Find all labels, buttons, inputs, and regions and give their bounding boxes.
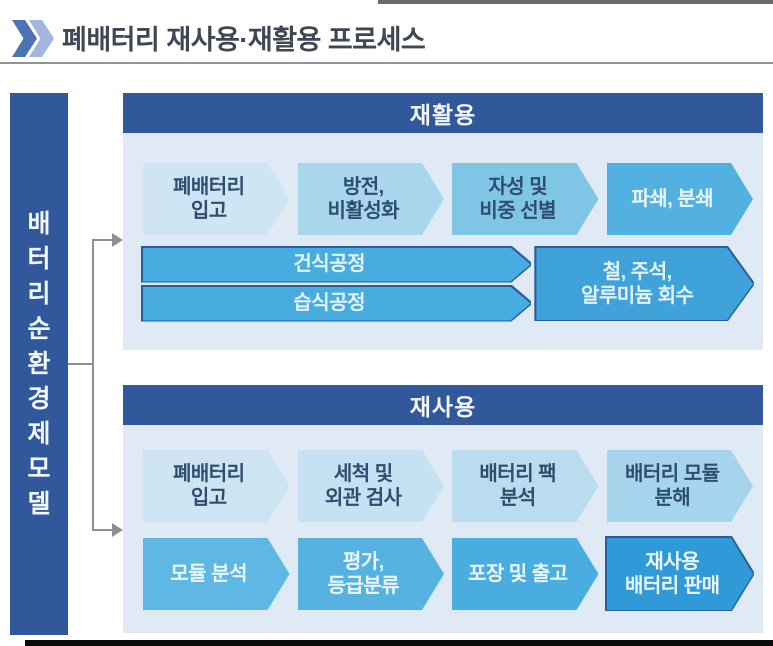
sidebar-label-char: 터 <box>27 244 51 273</box>
connector-stub-line <box>68 363 94 365</box>
step-label: 폐배터리 입고 <box>172 175 245 222</box>
step-label: 배터리 모듈 분해 <box>624 462 720 509</box>
sidebar-label-char: 모 <box>27 454 51 483</box>
step-label: 평가, 등급분류 <box>327 550 400 597</box>
step-reuse-battery-sale: 재사용 배터리 판매 <box>607 538 754 610</box>
step-label: 습식공정 <box>293 292 366 315</box>
title-divider <box>0 62 773 64</box>
step-label: 재사용 배터리 판매 <box>624 550 720 597</box>
panel-recycling-header: 재활용 <box>123 93 763 133</box>
connector-arrowhead-icon <box>112 523 123 537</box>
panel-reuse: 재사용 폐배터리 입고 세척 및 외관 검사 배터리 팩 분석 <box>123 385 763 633</box>
step-cleaning-inspection: 세척 및 외관 검사 <box>298 450 445 522</box>
recycling-step-row: 폐배터리 입고 방전, 비활성화 자성 및 비중 선별 파쇄, 분쇄 <box>143 163 753 235</box>
step-pack-analysis: 배터리 팩 분석 <box>452 450 599 522</box>
page-title: 폐배터리 재사용·재활용 프로세스 <box>62 25 426 55</box>
sidebar-label-char: 델 <box>27 489 51 518</box>
panel-recycling: 재활용 폐배터리 입고 방전, 비활성화 자성 및 비중 선별 <box>123 93 763 350</box>
top-edge-artifact <box>378 0 773 4</box>
sidebar-label-char: 경 <box>27 384 51 413</box>
step-battery-intake: 폐배터리 입고 <box>143 450 290 522</box>
sidebar-label-char: 제 <box>27 419 51 448</box>
step-wet-process: 습식공정 <box>143 287 530 321</box>
connector-arrowhead-icon <box>112 233 123 247</box>
step-module-disassembly: 배터리 모듈 분해 <box>607 450 754 522</box>
step-label: 철, 주석, 알루미늄 회수 <box>580 260 694 307</box>
step-label: 건식공정 <box>293 253 366 276</box>
reuse-step-row: 폐배터리 입고 세척 및 외관 검사 배터리 팩 분석 배터리 모듈 분해 <box>143 450 753 522</box>
step-magnetic-gravity-sorting: 자성 및 비중 선별 <box>452 163 599 235</box>
step-discharge-deactivation: 방전, 비활성화 <box>298 163 445 235</box>
connector-top-line <box>92 239 114 241</box>
step-grading: 평가, 등급분류 <box>298 538 445 610</box>
step-battery-intake: 폐배터리 입고 <box>143 163 290 235</box>
step-metal-recovery: 철, 주석, 알루미늄 회수 <box>536 248 753 320</box>
reuse-step-row-2: 모듈 분석 평가, 등급분류 포장 및 출고 재사용 배터리 판매 <box>143 538 753 610</box>
process-column: 건식공정 습식공정 <box>143 247 530 321</box>
sidebar-label-char: 배 <box>27 209 51 238</box>
panel-reuse-body: 폐배터리 입고 세척 및 외관 검사 배터리 팩 분석 배터리 모듈 분해 <box>123 425 763 633</box>
connector-bottom-line <box>92 529 114 531</box>
sidebar-label-char: 순 <box>27 314 51 343</box>
step-label: 폐배터리 입고 <box>172 462 245 509</box>
connector-vertical-line <box>92 239 94 531</box>
sidebar-label-char: 리 <box>27 279 51 308</box>
step-label: 포장 및 출고 <box>467 562 568 585</box>
step-label: 파쇄, 분쇄 <box>631 187 714 210</box>
sidebar-battery-circular-economy-model: 배 터 리 순 환 경 제 모 델 <box>10 93 68 635</box>
bottom-edge-artifact <box>25 640 773 646</box>
recycling-process-row: 건식공정 습식공정 철, 주석, 알루미늄 회수 <box>143 247 753 321</box>
step-label: 배터리 팩 분석 <box>479 462 557 509</box>
panel-recycling-body: 폐배터리 입고 방전, 비활성화 자성 및 비중 선별 파쇄, 분쇄 <box>123 133 763 350</box>
step-label: 세척 및 외관 검사 <box>324 462 402 509</box>
step-dry-process: 건식공정 <box>143 248 530 282</box>
step-label: 자성 및 비중 선별 <box>479 175 557 222</box>
sidebar-label-char: 환 <box>27 349 51 378</box>
step-label: 방전, 비활성화 <box>327 175 400 222</box>
step-packaging-shipping: 포장 및 출고 <box>452 538 599 610</box>
step-crushing-grinding: 파쇄, 분쇄 <box>607 163 754 235</box>
panel-reuse-header: 재사용 <box>123 385 763 425</box>
step-label: 모듈 분석 <box>170 562 248 585</box>
step-module-analysis: 모듈 분석 <box>143 538 290 610</box>
